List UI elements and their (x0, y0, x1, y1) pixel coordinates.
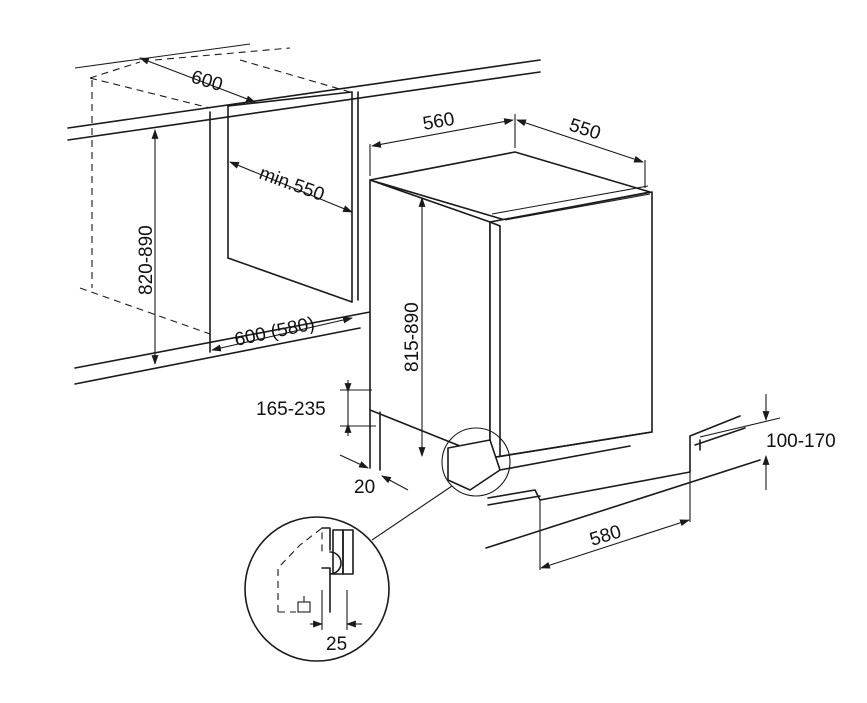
detail-callout: 25 (244, 427, 511, 662)
label-min-depth: min.550 (256, 163, 327, 206)
label-plinth-height: 165-235 (256, 399, 326, 420)
dim-side-offset: 20 (339, 454, 409, 498)
dim-appliance-height: 815-890 (402, 197, 426, 457)
dim-niche-height: 820-890 (136, 129, 159, 365)
dim-appliance-depth: 550 (516, 115, 646, 188)
label-plinth-gap: 100-170 (766, 431, 836, 452)
label-niche-height: 820-890 (136, 225, 157, 295)
label-appliance-height: 815-890 (402, 302, 423, 372)
label-detail-gap: 25 (326, 634, 347, 655)
dim-min-depth: min.550 (229, 161, 353, 213)
dim-niche-depth: 600 (139, 57, 256, 103)
label-plinth-width: 580 (587, 521, 623, 550)
label-side-offset: 20 (354, 477, 375, 498)
dim-plinth-width: 580 (539, 470, 691, 570)
dim-plinth-gap: 100-170 (699, 394, 836, 490)
appliance-body (369, 151, 761, 549)
dim-plinth-height: 165-235 (256, 380, 376, 436)
label-appliance-depth: 550 (566, 115, 603, 145)
label-niche-depth: 600 (189, 67, 225, 96)
